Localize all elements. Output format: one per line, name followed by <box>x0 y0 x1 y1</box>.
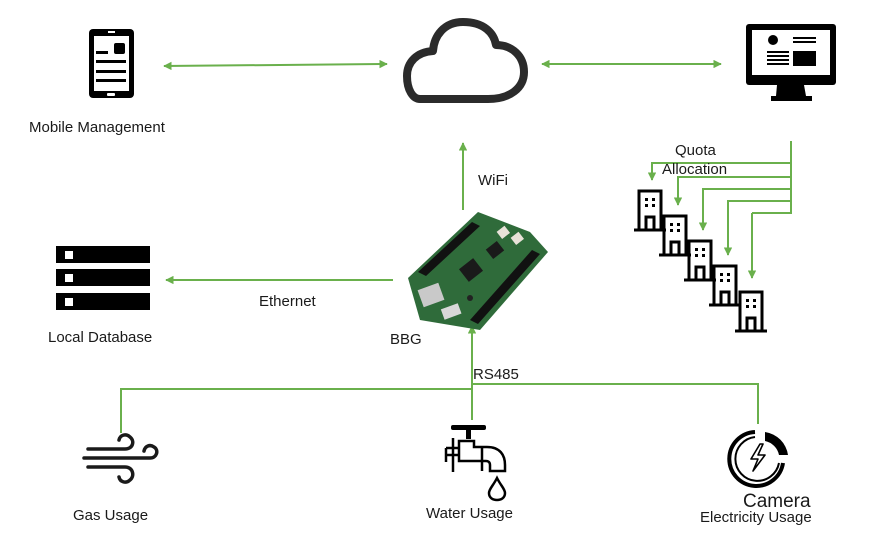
gas-line <box>120 388 472 433</box>
wifi-label: WiFi <box>478 172 508 189</box>
power-gauge-icon <box>727 430 788 488</box>
server-rack-icon <box>56 246 150 310</box>
quota-bus <box>752 141 792 214</box>
monitor-icon <box>746 24 836 101</box>
quota-branch-3 <box>698 188 791 231</box>
building-icon <box>684 239 716 282</box>
electricity-usage-label: Electricity Usage <box>700 509 812 526</box>
electricity-line <box>473 383 759 424</box>
quota-branch-4 <box>723 200 791 256</box>
building-icon <box>735 290 767 333</box>
mobile-cloud-connector <box>163 59 388 71</box>
building-icon <box>659 214 691 257</box>
ethernet-label: Ethernet <box>259 293 316 310</box>
building-icon <box>634 189 666 232</box>
local-database-label: Local Database <box>48 329 153 346</box>
bbg-label: BBG <box>390 331 422 348</box>
camera-overlay-label: Camera <box>743 491 811 512</box>
cloud-icon <box>403 18 528 103</box>
faucet-icon <box>444 425 507 502</box>
building-icon <box>709 264 741 307</box>
water-usage-label: Water Usage <box>426 505 513 522</box>
quota-branch-2 <box>673 176 791 206</box>
tablet-icon <box>89 29 134 98</box>
gas-usage-label: Gas Usage <box>73 507 149 524</box>
rs485-label: RS485 <box>473 366 519 383</box>
quota-label-line1: Quota <box>675 142 716 159</box>
building-group <box>634 189 767 333</box>
quota-branch-1 <box>647 162 791 181</box>
beaglebone-board-icon <box>408 212 548 330</box>
wind-icon <box>82 433 159 484</box>
mobile-management-label: Mobile Management <box>29 119 165 136</box>
quota-label-line2: Allocation <box>662 161 728 178</box>
